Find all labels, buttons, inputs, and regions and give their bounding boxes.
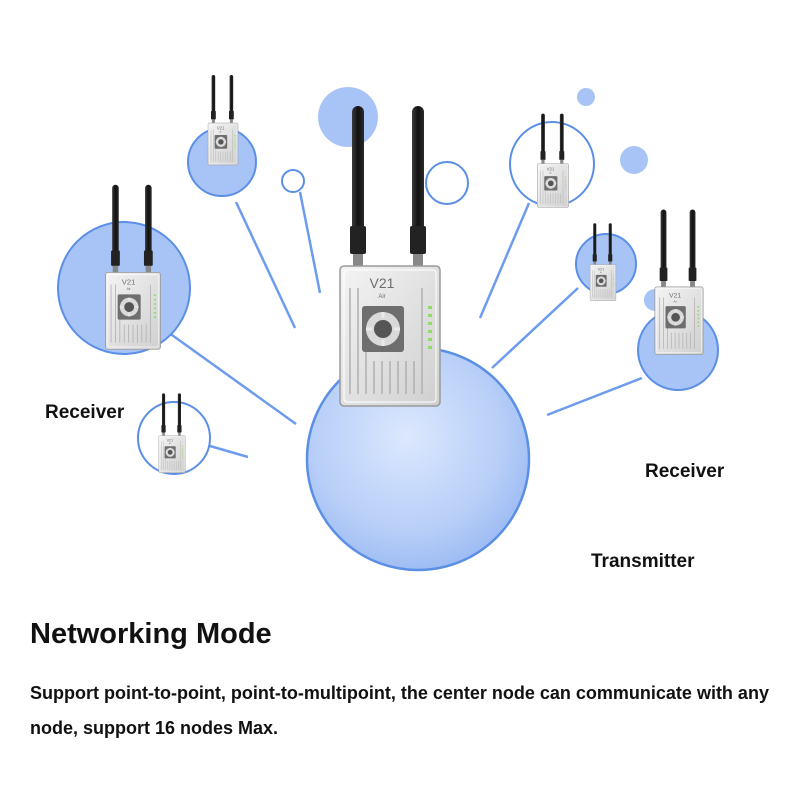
receiver-label-left: Receiver xyxy=(45,402,125,423)
decor-circle xyxy=(577,88,595,106)
connector-lines xyxy=(164,191,643,459)
node-bubble xyxy=(137,401,211,475)
receiver-device xyxy=(207,74,239,166)
decor-circle xyxy=(281,169,305,193)
receiver-device xyxy=(158,392,186,474)
section-description: Support point-to-point, point-to-multipo… xyxy=(30,683,769,738)
section-heading: Networking Mode xyxy=(30,618,272,650)
decor-circle xyxy=(318,87,378,147)
transmitter-device xyxy=(340,106,440,406)
transmitter-label: Transmitter xyxy=(591,551,695,572)
receiver-label-right: Receiver xyxy=(645,461,725,482)
receiver-device xyxy=(536,113,570,208)
decor-circle xyxy=(425,161,469,205)
decor-circle xyxy=(620,146,648,174)
receiver-device xyxy=(653,208,705,356)
